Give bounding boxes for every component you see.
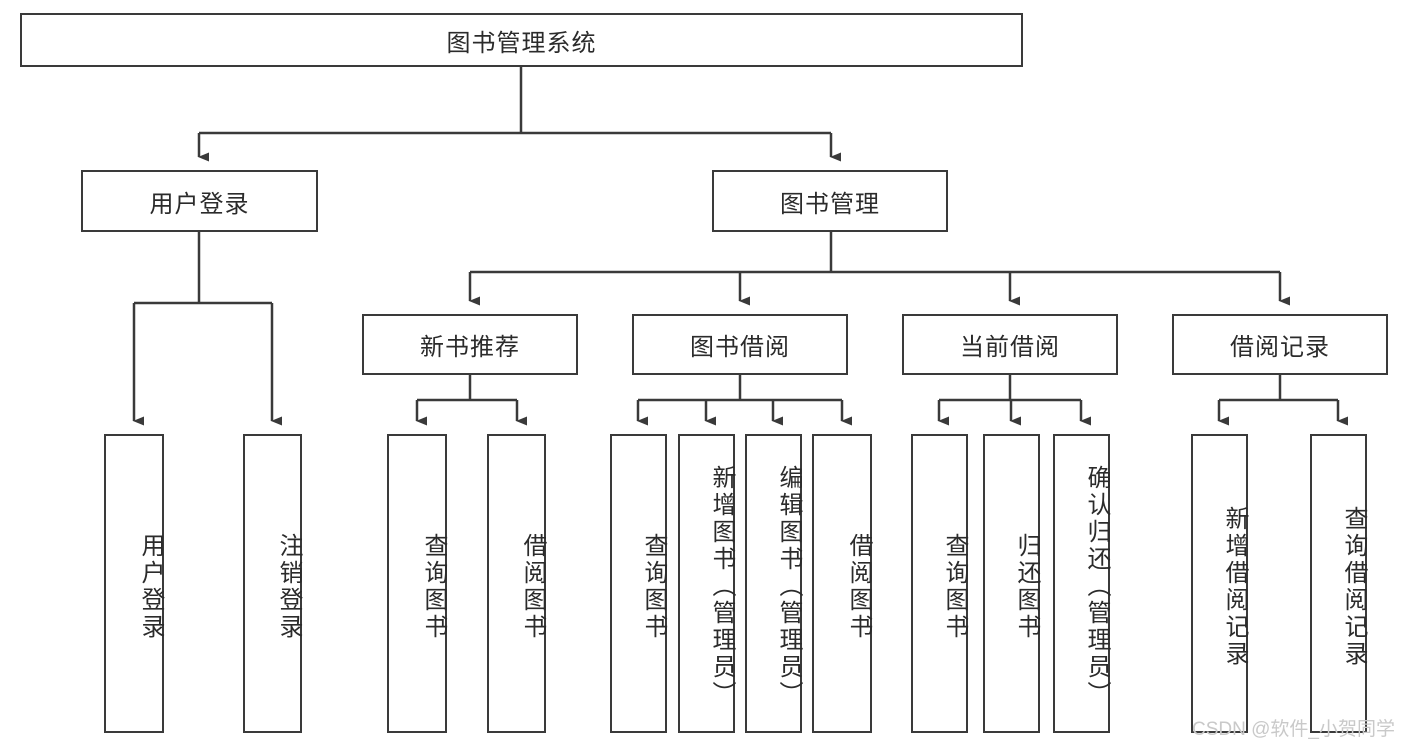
leaf-node[interactable]: 新增借阅记录	[1191, 434, 1248, 733]
node-root[interactable]: 图书管理系统	[20, 13, 1023, 67]
leaf-node[interactable]: 新增图书（管理员）	[678, 434, 735, 733]
node-new-book-recommend[interactable]: 新书推荐	[362, 314, 578, 375]
leaf-node[interactable]: 查询图书	[911, 434, 968, 733]
leaf-node[interactable]: 注销登录	[243, 434, 302, 733]
leaf-node[interactable]: 借阅图书	[487, 434, 546, 733]
watermark-text: CSDN @软件_小贺同学	[1192, 719, 1395, 740]
node-borrow-record[interactable]: 借阅记录	[1172, 314, 1388, 375]
leaf-node[interactable]: 编辑图书（管理员）	[745, 434, 802, 733]
leaf-node[interactable]: 查询图书	[387, 434, 447, 733]
node-book-borrow[interactable]: 图书借阅	[632, 314, 848, 375]
leaf-node[interactable]: 归还图书	[983, 434, 1040, 733]
node-user-login[interactable]: 用户登录	[81, 170, 318, 232]
leaf-node[interactable]: 查询借阅记录	[1310, 434, 1367, 733]
leaf-node[interactable]: 确认归还（管理员）	[1053, 434, 1110, 733]
node-book-management[interactable]: 图书管理	[712, 170, 948, 232]
node-current-borrow[interactable]: 当前借阅	[902, 314, 1118, 375]
leaf-node[interactable]: 查询图书	[610, 434, 667, 733]
leaf-node[interactable]: 用户登录	[104, 434, 164, 733]
leaf-node[interactable]: 借阅图书	[812, 434, 872, 733]
